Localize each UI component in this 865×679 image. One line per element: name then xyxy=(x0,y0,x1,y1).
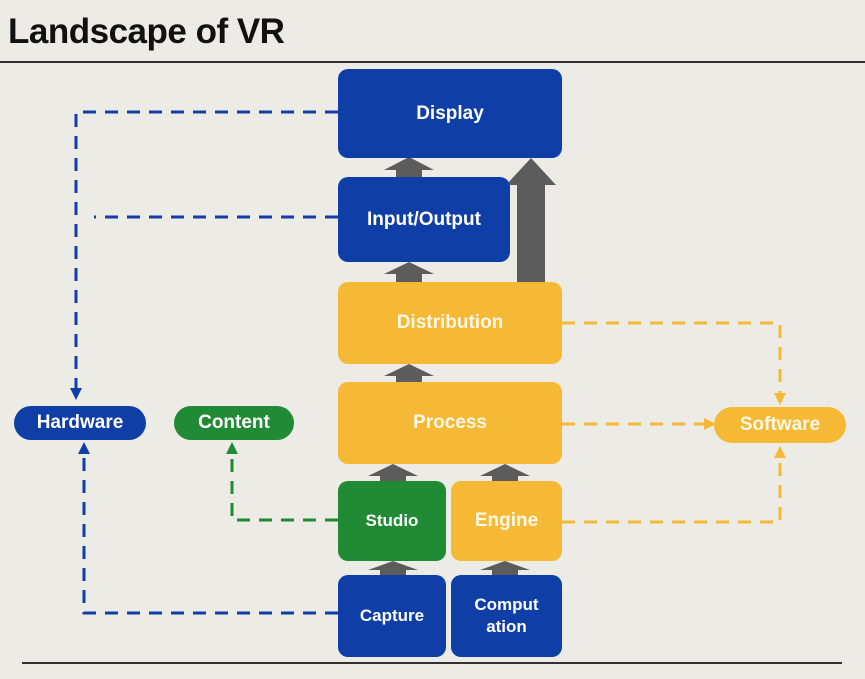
software-arrowhead-up xyxy=(774,446,786,458)
arrow-studio-process xyxy=(368,464,418,482)
hardware-pill: Hardware xyxy=(14,406,146,440)
page-title: Landscape of VR xyxy=(8,12,285,51)
process-box: Process xyxy=(338,382,562,464)
software-link-engine xyxy=(562,456,782,524)
computation-label: Comput ation xyxy=(474,595,539,636)
distribution-label: Distribution xyxy=(396,312,504,333)
software-pill: Software xyxy=(714,407,846,443)
content-link-studio xyxy=(230,452,338,522)
input-output-box: Input/Output xyxy=(338,177,510,262)
software-link-distribution xyxy=(562,321,782,395)
hardware-arrowhead-up xyxy=(78,442,90,454)
display-box: Display xyxy=(338,69,562,158)
process-label: Process xyxy=(413,412,487,433)
studio-label: Studio xyxy=(365,511,419,530)
content-label: Content xyxy=(198,412,270,433)
title-divider xyxy=(0,61,865,63)
hardware-link-capture xyxy=(82,452,338,615)
hardware-link-display xyxy=(74,110,338,390)
content-pill: Content xyxy=(174,406,294,440)
arrow-process-distribution xyxy=(384,364,434,382)
display-label: Display xyxy=(416,102,484,124)
arrow-capture-studio xyxy=(368,561,418,575)
capture-box: Capture xyxy=(338,575,446,657)
computation-box: Comput ation xyxy=(451,575,562,657)
input-output-label: Input/Output xyxy=(367,208,481,230)
capture-label: Capture xyxy=(359,606,425,625)
arrow-distribution-io xyxy=(384,262,434,282)
software-label: Software xyxy=(739,414,821,435)
software-arrowhead-down xyxy=(774,393,786,405)
arrow-distribution-display xyxy=(506,158,556,282)
content-arrowhead-up xyxy=(226,442,238,454)
arrow-engine-process xyxy=(480,464,530,482)
distribution-box: Distribution xyxy=(338,282,562,364)
engine-label: Engine xyxy=(474,510,539,531)
arrow-computation-engine xyxy=(480,561,530,575)
hardware-arrowhead-down xyxy=(70,388,82,400)
engine-box: Engine xyxy=(451,481,562,561)
flow-arrows xyxy=(368,157,556,575)
bottom-divider xyxy=(22,662,842,664)
arrow-io-display xyxy=(384,157,434,177)
software-arrowhead-right xyxy=(704,418,716,430)
studio-box: Studio xyxy=(338,481,446,561)
hardware-label: Hardware xyxy=(36,412,124,433)
